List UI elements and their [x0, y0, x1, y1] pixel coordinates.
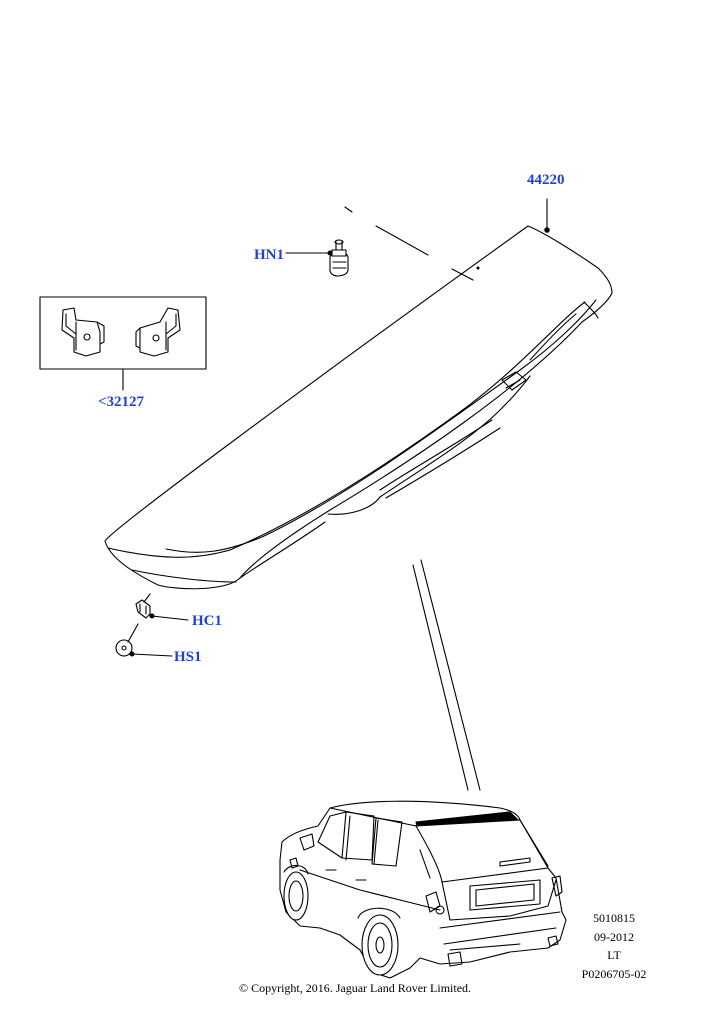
vehicle-rear-view: [279, 800, 567, 979]
meta-line-3: LT: [607, 948, 621, 962]
meta-line-4: P0206705-02: [581, 966, 647, 981]
callout-hc1[interactable]: HC1: [192, 613, 222, 629]
meta-line-1: 5010815: [593, 911, 635, 925]
meta-block: 5010815 09-2012 LT P0206705-02: [572, 909, 656, 983]
callout-hs1[interactable]: HS1: [174, 649, 202, 665]
clip-nut-part[interactable]: [329, 239, 349, 277]
copyright-text: © Copyright, 2016. Jaguar Land Rover Lim…: [238, 981, 472, 995]
seal-part[interactable]: [115, 623, 139, 657]
callout-32127[interactable]: <32127: [98, 394, 145, 410]
meta-line-2: 09-2012: [594, 929, 634, 944]
callout-hn1[interactable]: HN1: [254, 247, 284, 263]
clip-part[interactable]: [135, 593, 151, 619]
callout-44220[interactable]: 44220: [527, 172, 565, 188]
rear-spoiler[interactable]: [104, 225, 613, 590]
bracket-kit-box[interactable]: [39, 296, 207, 370]
